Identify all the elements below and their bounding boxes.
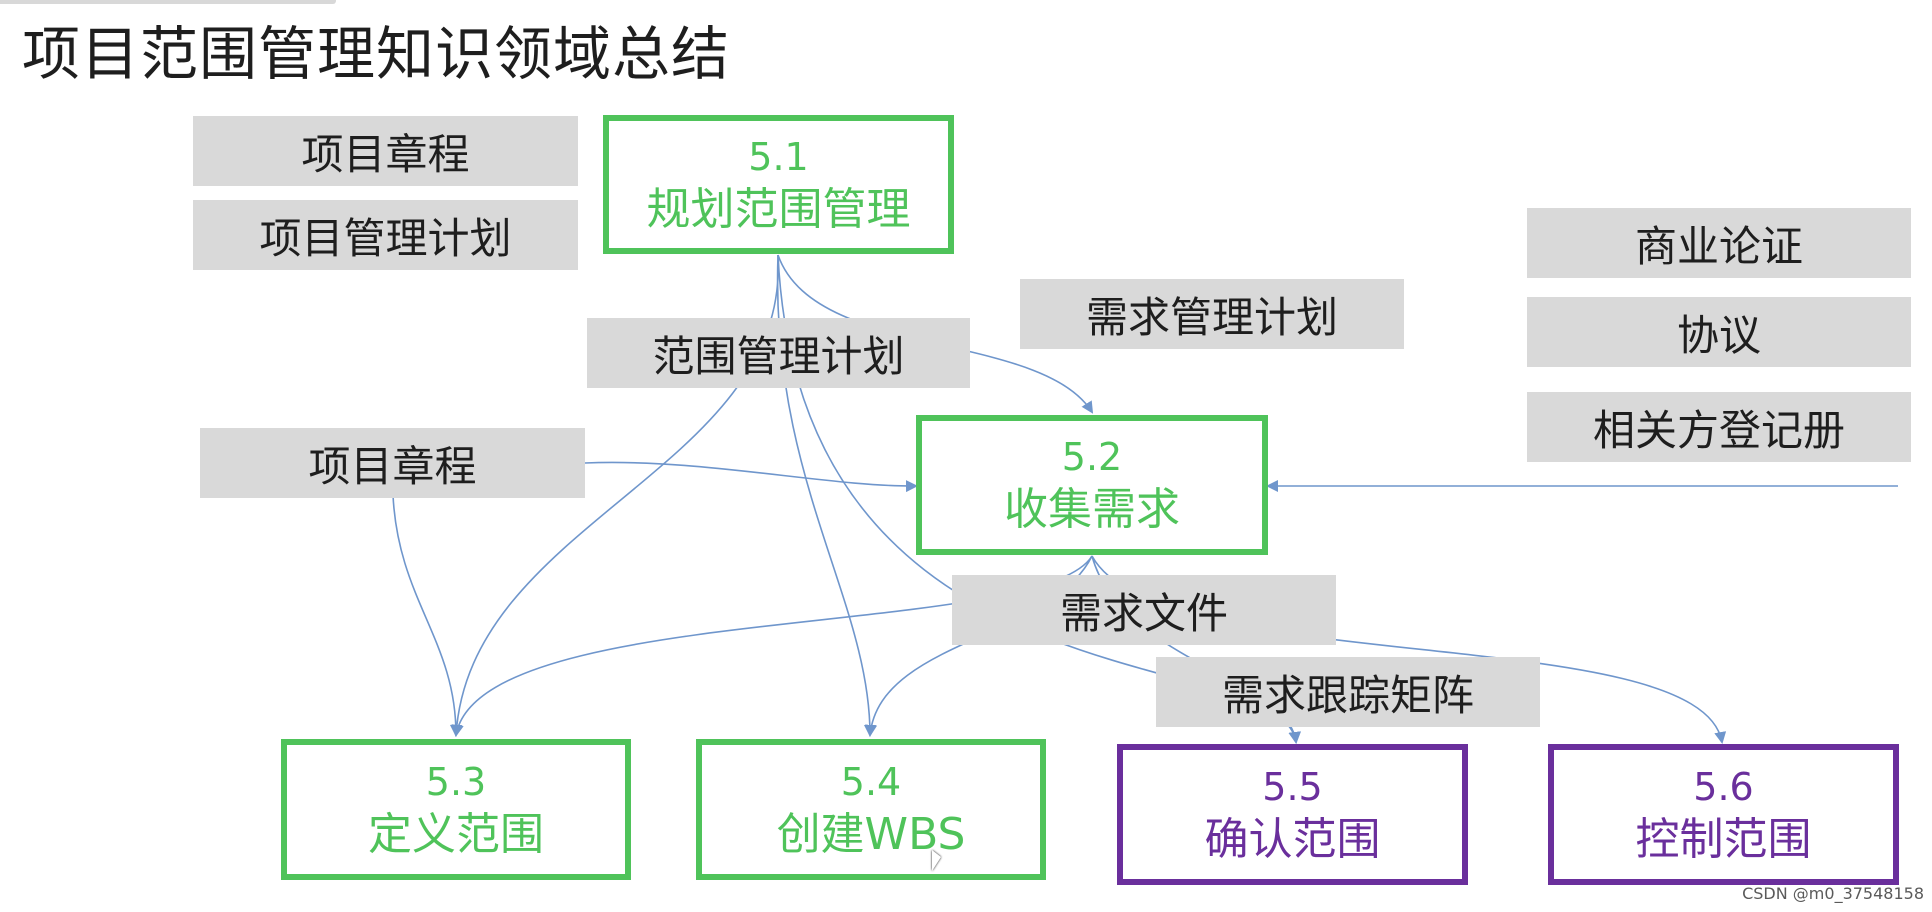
output-scope-management-plan: 范围管理计划 [587,318,970,388]
process-5-4: 5.4 创建WBS [696,739,1046,880]
output-requirements-management-plan-label: 需求管理计划 [1085,292,1338,342]
process-5-5: 5.5 确认范围 [1117,744,1468,885]
input-project-charter-2: 项目章程 [200,428,585,498]
output-traceability-matrix: 需求跟踪矩阵 [1156,657,1540,727]
process-5-5-number: 5.5 [1262,764,1323,809]
input-project-management-plan-label: 项目管理计划 [259,213,512,263]
output-requirements-documentation: 需求文件 [952,575,1336,645]
input-agreements: 协议 [1527,297,1911,367]
process-5-1-name: 规划范围管理 [646,183,911,235]
arrow-charter-to-52 [584,461,918,493]
input-project-charter-2-label: 项目章程 [308,441,477,491]
process-5-1-number: 5.1 [748,134,809,179]
process-5-6-number: 5.6 [1693,764,1754,809]
process-5-1: 5.1 规划范围管理 [603,115,954,254]
process-5-3: 5.3 定义范围 [281,739,631,880]
process-5-4-number: 5.4 [840,759,902,804]
process-5-6: 5.6 控制范围 [1548,744,1899,885]
watermark: CSDN @m0_37548158 [1742,884,1924,903]
output-requirements-documentation-label: 需求文件 [1059,588,1228,638]
process-5-3-number: 5.3 [425,759,487,804]
input-project-charter: 项目章程 [193,116,578,186]
process-5-3-name: 定义范围 [368,808,544,860]
input-project-charter-label: 项目章程 [301,129,470,179]
process-5-5-name: 确认范围 [1204,813,1381,865]
process-5-2-number: 5.2 [1061,435,1123,479]
page-title: 项目范围管理知识领域总结 [22,20,731,88]
process-5-2-name: 收集需求 [1004,484,1180,535]
input-business-case-label: 商业论证 [1634,221,1803,271]
process-5-2: 5.2 收集需求 [916,415,1268,555]
arrow-charter-to-53 [392,494,462,737]
input-agreements-label: 协议 [1676,310,1761,360]
output-scope-management-plan-label: 范围管理计划 [652,331,905,381]
input-stakeholder-register: 相关方登记册 [1527,392,1911,462]
input-business-case: 商业论证 [1527,208,1911,278]
process-5-6-name: 控制范围 [1635,813,1812,865]
output-requirements-management-plan: 需求管理计划 [1020,279,1404,349]
top-tab-strip [0,0,336,4]
output-traceability-matrix-label: 需求跟踪矩阵 [1221,670,1474,720]
input-project-management-plan: 项目管理计划 [193,200,578,270]
input-stakeholder-register-label: 相关方登记册 [1592,405,1845,455]
mouse-pointer-icon [932,850,941,871]
